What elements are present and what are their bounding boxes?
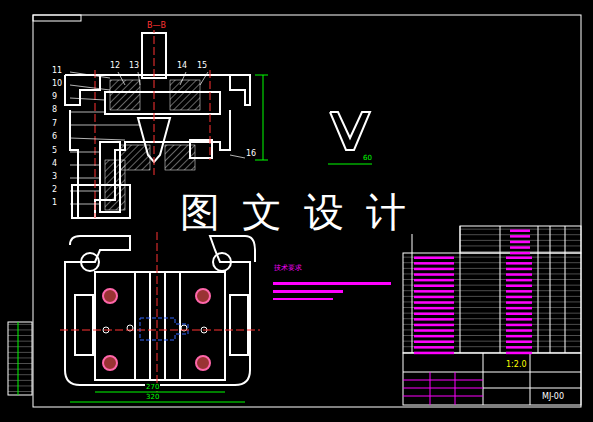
dimension: 270 [145,384,160,391]
callout-number: 11 [52,67,62,75]
callout-number: 1 [52,199,57,207]
dimension: 60 [362,155,373,162]
callout-number: 16 [246,150,256,158]
parts-list [403,226,581,405]
plan-view [65,236,255,385]
watermark: 图文设计 [176,190,432,234]
callout-number: 10 [52,80,62,88]
frame-tab [33,15,81,21]
section-label: B—B [146,22,167,30]
dimension: 320 [145,394,160,401]
v-block-detail [328,112,372,164]
drawing-number: MJ-00 [542,393,564,401]
callout-number: 13 [129,62,139,70]
callout-number: 8 [52,106,57,114]
callout-number: 4 [52,160,57,168]
callout-number: 3 [52,173,57,181]
callout-number: 9 [52,93,57,101]
callout-number: 2 [52,186,57,194]
callout-number: 14 [177,62,187,70]
notes-heading: 技术要求 [274,265,302,272]
callout-number: 5 [52,147,57,155]
callout-number: 7 [52,120,57,128]
callout-number: 12 [110,62,120,70]
callout-number: 6 [52,133,57,141]
drawing-frame [33,15,581,407]
scale-text: 1:2.0 [506,361,527,369]
callout-number: 15 [197,62,207,70]
